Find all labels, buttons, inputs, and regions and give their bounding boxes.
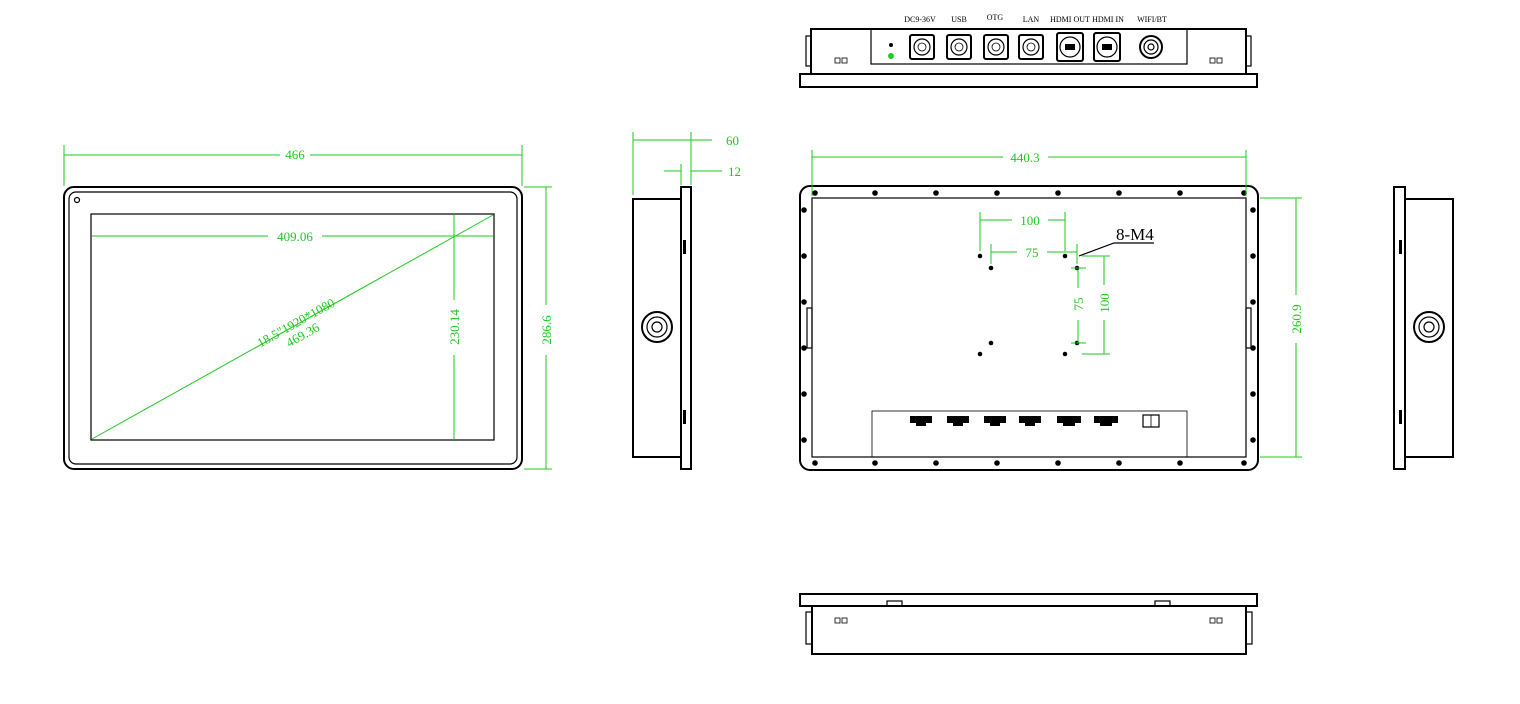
screw-hole [1250,437,1256,443]
screw-hole [1177,460,1183,466]
usb-c-port-icon [909,34,935,60]
screw-hole [801,207,807,213]
screw-hole [1116,460,1122,466]
dim-rear-width: 440.3 [1010,150,1039,165]
screw-hole [1055,190,1061,196]
dim-bezel-thickness: 12 [728,164,741,179]
front-view: 466 409.06 18.5"1920*1080 469.36 230.14 … [63,145,554,470]
screw-hole [1055,460,1061,466]
otg-port-icon [983,34,1009,60]
wifi-antenna-port-icon [1139,35,1163,59]
screw-hole [1241,190,1247,196]
dim-vesa-100-h: 100 [1020,213,1040,228]
screw-hole [994,190,1000,196]
dim-screen-height: 230.14 [447,309,462,345]
dim-depth: 60 [726,133,739,148]
port-label-hdmi-in: HDMI IN [1092,15,1124,24]
hdmi-in-port-icon [1093,32,1121,62]
screw-hole [801,345,807,351]
screw-hole [1250,345,1256,351]
dim-overall-width: 466 [285,147,305,162]
screw-hole [1250,207,1256,213]
screw-hole [1177,190,1183,196]
screw-hole [801,253,807,259]
dim-screen-width: 409.06 [277,229,313,244]
usb-port-icon [946,34,972,60]
dim-rear-height: 260.9 [1289,304,1304,333]
screw-hole [872,460,878,466]
screw-hole [872,190,878,196]
screw-hole [1250,391,1256,397]
screw-hole [1250,253,1256,259]
side-view-left: 60 12 [632,132,741,470]
screw-hole [1116,190,1122,196]
top-view: DC9-36V USB OTG LAN HDMI OUT HDMI IN WIF… [799,13,1258,88]
lan-port-icon [1018,34,1044,60]
screw-hole [801,299,807,305]
dim-vesa-75-v: 75 [1071,298,1086,311]
screw-hole [933,460,939,466]
screw-hole [812,460,818,466]
port-label-usb: USB [951,15,967,24]
screw-hole [801,391,807,397]
port-label-lan: LAN [1023,15,1040,24]
screw-hole [994,460,1000,466]
screw-hole [1241,460,1247,466]
screw-callout: 8-M4 [1116,225,1154,244]
rear-view: 100 75 75 100 8-M4 440.3 260.9 [799,150,1304,471]
port-label-hdmi-out: HDMI OUT [1050,15,1090,24]
screw-hole [933,190,939,196]
dim-vesa-100-v: 100 [1097,293,1112,313]
hdmi-out-port-icon [1056,32,1084,62]
screw-hole [812,190,818,196]
side-view-right [1393,186,1454,470]
camera-dot [73,196,81,204]
screw-hole [801,437,807,443]
bottom-view [799,593,1258,655]
port-label-dc: DC9-36V [904,15,936,24]
port-label-wifi: WIFI/BT [1137,15,1167,24]
screw-hole [1250,299,1256,305]
port-label-otg: OTG [987,13,1004,22]
dim-overall-height: 286.6 [539,315,554,345]
dim-vesa-75-h: 75 [1026,245,1039,260]
perimeter-screws [801,190,1256,466]
power-led-icon [888,53,894,59]
